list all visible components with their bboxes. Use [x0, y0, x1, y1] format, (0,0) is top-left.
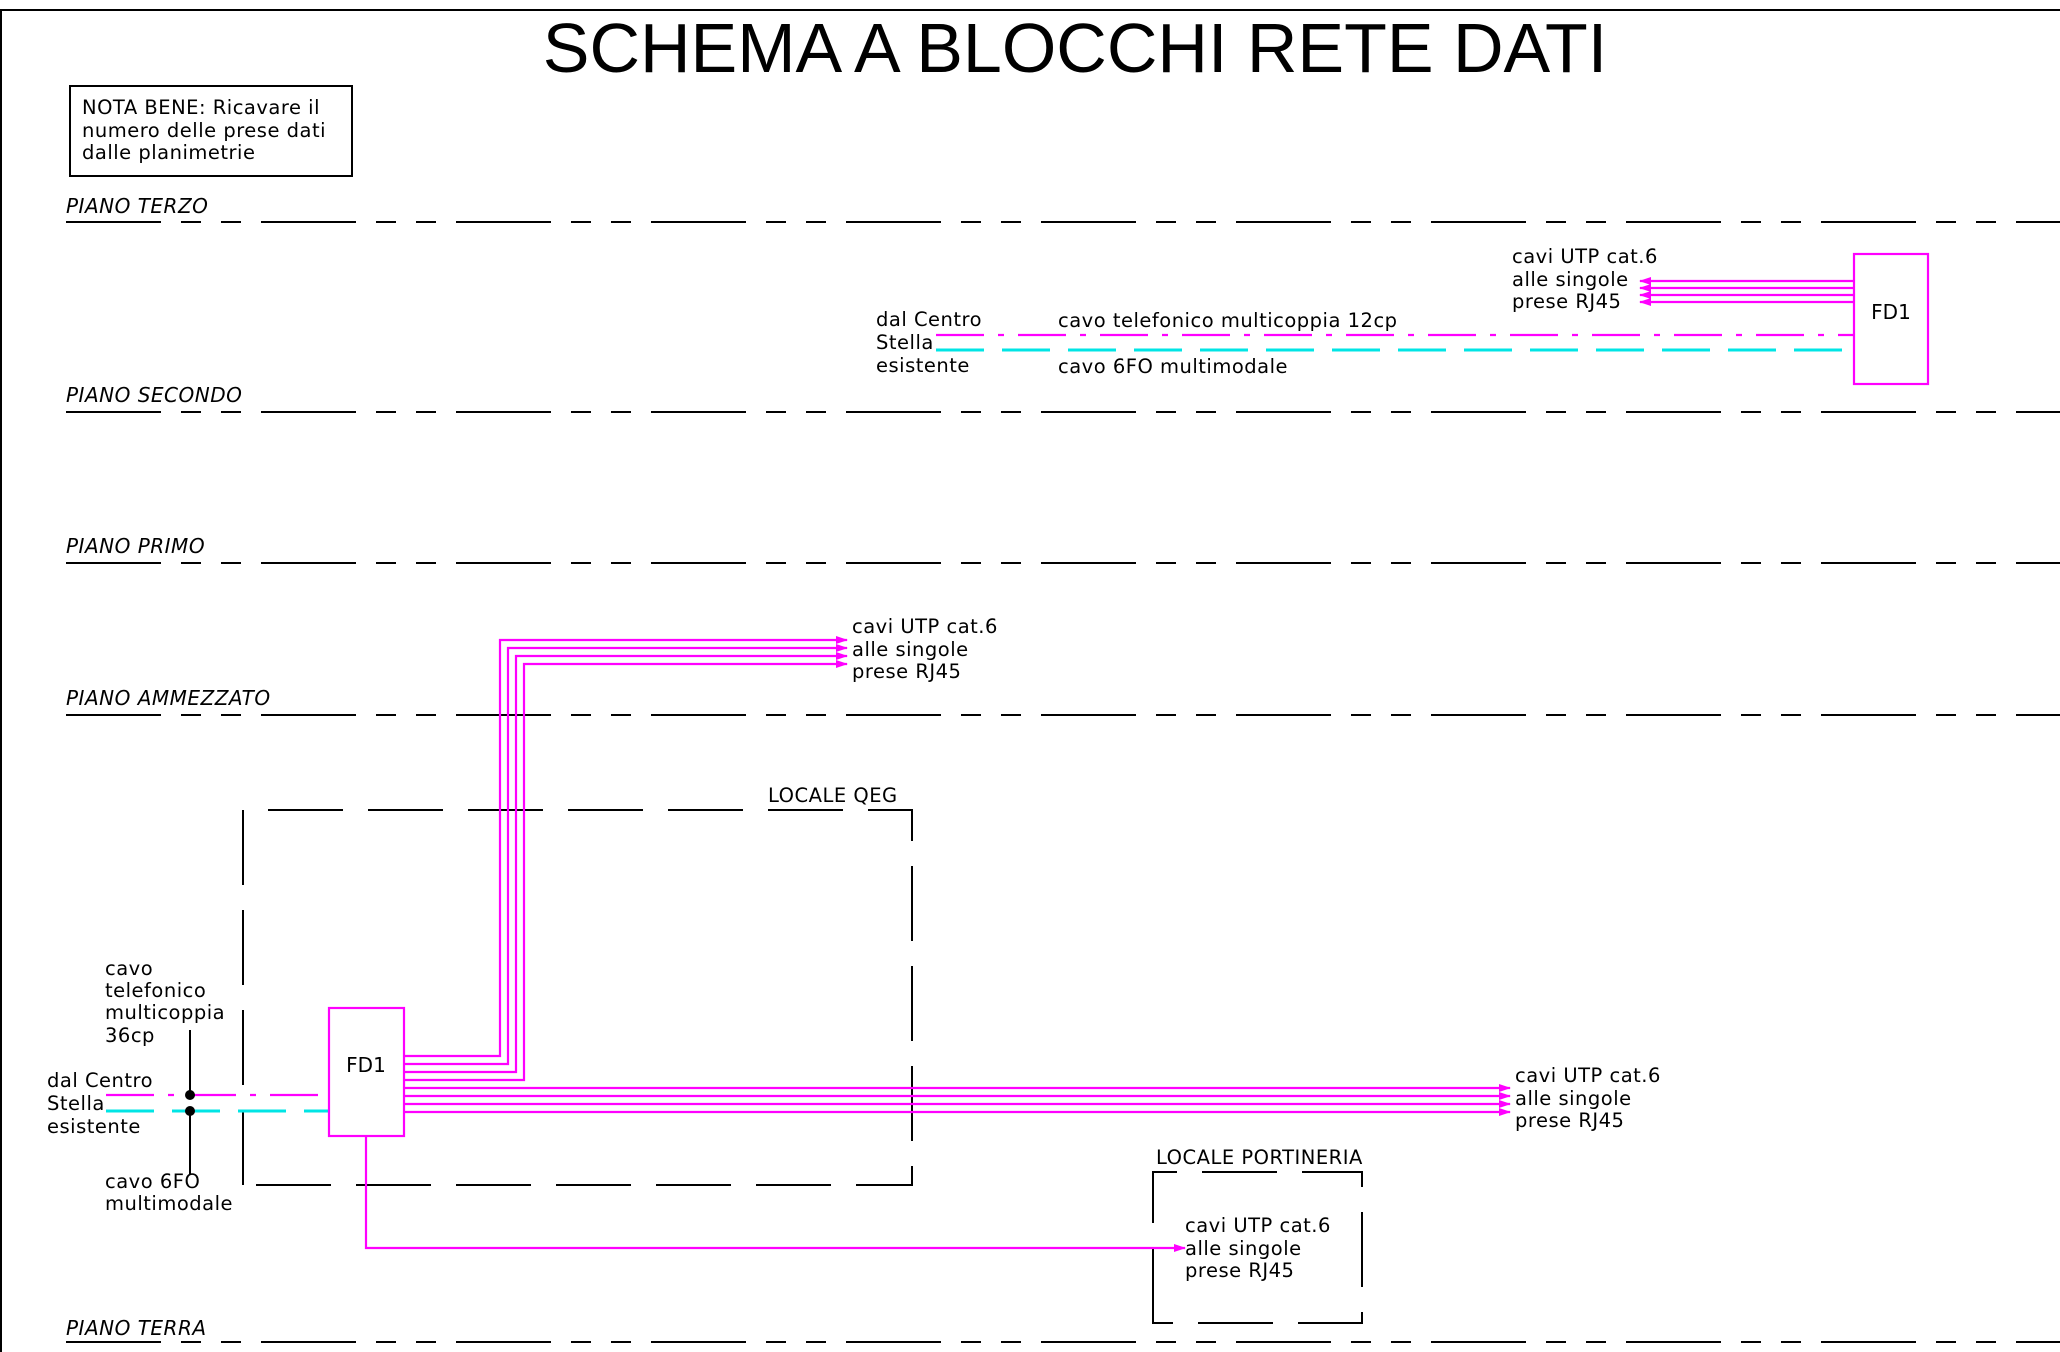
fiber-cable-junction-dot — [185, 1106, 195, 1116]
upper-source-label: dal Centro Stella esistente — [876, 308, 982, 377]
svg-text:prese RJ45: prese RJ45 — [1185, 1259, 1294, 1282]
note-line-3: dalle planimetrie — [82, 141, 255, 164]
note-box: NOTA BENE: Ricavare il numero delle pres… — [69, 85, 353, 177]
svg-text:36cp: 36cp — [105, 1024, 155, 1047]
note-line-2: numero delle prese dati — [82, 119, 326, 142]
lower-utp-cables-up — [404, 636, 848, 1082]
lower-utp-right-label: cavi UTP cat.6 alle singole prese RJ45 — [1515, 1064, 1661, 1132]
lower-fd1-label: FD1 — [346, 1053, 386, 1077]
lower-fd1-box: FD1 — [327, 1006, 406, 1138]
svg-text:Stella: Stella — [47, 1092, 105, 1115]
svg-text:alle singole: alle singole — [1515, 1087, 1632, 1110]
floor-terra: PIANO TERRA — [66, 1316, 2060, 1343]
upper-fd1-box: FD1 — [1852, 252, 1930, 386]
svg-text:multicoppia: multicoppia — [105, 1001, 225, 1024]
svg-text:dal Centro: dal Centro — [47, 1069, 153, 1092]
room-portineria-label: LOCALE PORTINERIA — [1156, 1146, 1363, 1169]
lower-utp-cable-portineria — [364, 1136, 1186, 1252]
svg-text:esistente: esistente — [876, 354, 970, 377]
floor-label-terra: PIANO TERRA — [66, 1316, 207, 1340]
phone-cable-junction-dot — [185, 1090, 195, 1100]
note-line-1: NOTA BENE: Ricavare il — [82, 96, 320, 119]
floor-ammezzato: PIANO AMMEZZATO — [66, 686, 2060, 716]
upper-utp-label: cavi UTP cat.6 alle singole prese RJ45 — [1512, 245, 1658, 313]
floor-label-ammezzato: PIANO AMMEZZATO — [66, 686, 271, 710]
svg-text:alle singole: alle singole — [1185, 1237, 1302, 1260]
svg-text:esistente: esistente — [47, 1115, 141, 1138]
svg-text:cavi UTP cat.6: cavi UTP cat.6 — [1185, 1214, 1331, 1237]
lower-phone-cable-label: cavo telefonico multicoppia 36cp — [105, 957, 225, 1047]
floor-label-terzo: PIANO TERZO — [66, 194, 208, 218]
room-qeg: LOCALE QEG — [242, 784, 913, 1186]
svg-text:cavi UTP cat.6: cavi UTP cat.6 — [1515, 1064, 1661, 1087]
room-qeg-label: LOCALE QEG — [768, 784, 898, 807]
svg-text:dal Centro: dal Centro — [876, 308, 982, 331]
upper-fd1-label: FD1 — [1871, 300, 1911, 324]
lower-utp-cables-right — [404, 1084, 1511, 1116]
svg-text:prese RJ45: prese RJ45 — [852, 660, 961, 683]
lower-source-label: dal Centro Stella esistente — [47, 1069, 153, 1138]
upper-utp-cables — [1639, 277, 1854, 306]
svg-text:multimodale: multimodale — [105, 1192, 233, 1215]
svg-text:alle singole: alle singole — [1512, 268, 1629, 291]
diagram-title: SCHEMA A BLOCCHI RETE DATI — [543, 9, 1608, 87]
lower-utp-up-label: cavi UTP cat.6 alle singole prese RJ45 — [852, 615, 998, 683]
room-portineria: LOCALE PORTINERIA — [1152, 1146, 1363, 1324]
upper-phone-cable-label: cavo telefonico multicoppia 12cp — [1058, 309, 1398, 332]
floor-label-primo: PIANO PRIMO — [66, 534, 205, 558]
floor-terzo: PIANO TERZO — [66, 194, 2060, 223]
svg-text:Stella: Stella — [876, 331, 934, 354]
svg-text:alle singole: alle singole — [852, 638, 969, 661]
svg-text:cavi UTP cat.6: cavi UTP cat.6 — [1512, 245, 1658, 268]
floor-label-secondo: PIANO SECONDO — [66, 383, 242, 407]
svg-text:cavo 6FO: cavo 6FO — [105, 1170, 200, 1193]
svg-text:telefonico: telefonico — [105, 979, 206, 1002]
lower-fiber-cable-label: cavo 6FO multimodale — [105, 1170, 233, 1215]
floor-secondo: PIANO SECONDO — [66, 383, 2060, 413]
lower-utp-portineria-label: cavi UTP cat.6 alle singole prese RJ45 — [1185, 1214, 1331, 1282]
floor-primo: PIANO PRIMO — [66, 534, 2060, 564]
svg-text:cavo: cavo — [105, 957, 153, 980]
svg-text:cavi UTP cat.6: cavi UTP cat.6 — [852, 615, 998, 638]
svg-text:prese RJ45: prese RJ45 — [1515, 1109, 1624, 1132]
svg-text:prese RJ45: prese RJ45 — [1512, 290, 1621, 313]
upper-fiber-cable-label: cavo 6FO multimodale — [1058, 355, 1288, 378]
